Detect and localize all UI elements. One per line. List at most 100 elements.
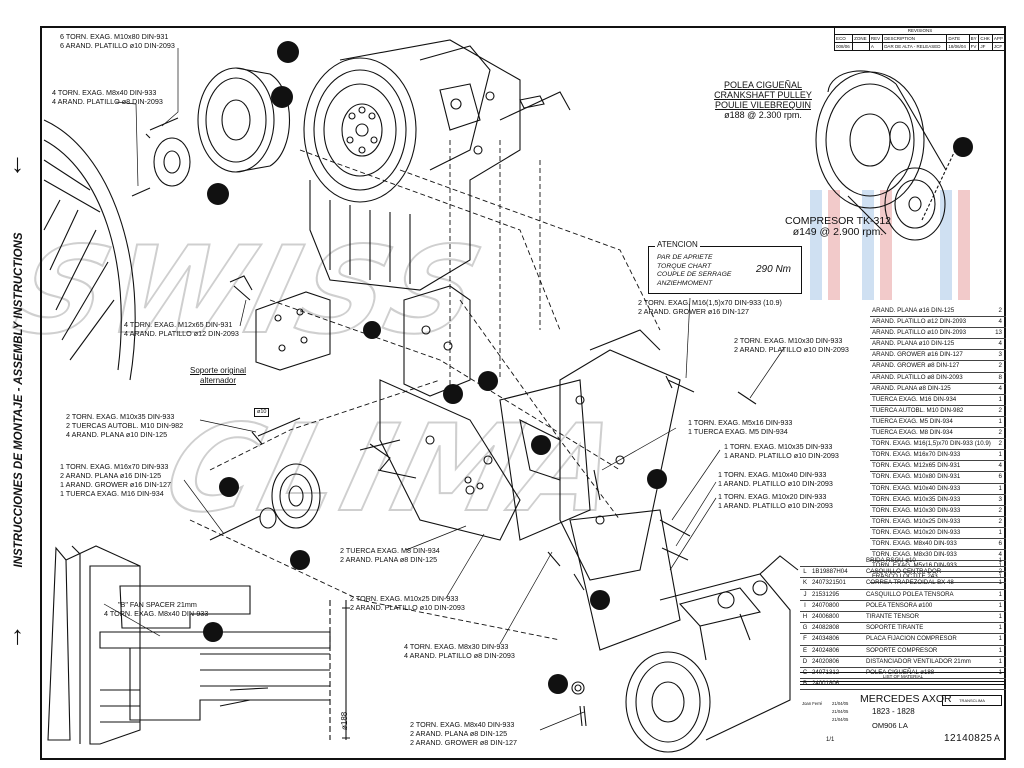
model-range: 1823 - 1828 bbox=[872, 707, 915, 716]
alternator-bracket bbox=[229, 275, 331, 371]
rev-cell: DAR DE ALTA - RELEASED bbox=[882, 42, 948, 51]
bom-desc: TORN. EXAG. M8x30 DIN-933 bbox=[872, 551, 957, 559]
bom-qty: 2 bbox=[998, 517, 1002, 525]
attention-heading: ATENCION bbox=[655, 240, 700, 249]
bom-qty: 1 bbox=[998, 590, 1002, 598]
dimension-label: ø188 bbox=[340, 711, 349, 730]
bom-desc: TORN. EXAG. M5x16 DIN-933 bbox=[872, 562, 957, 570]
title-block: Joan Ferré 21/04/05 21/04/05 21/04/05 ME… bbox=[800, 684, 1006, 761]
bom-qty: 1 bbox=[998, 484, 1002, 492]
engine-code: OM906 LA bbox=[872, 721, 908, 730]
bom-qty: 4 bbox=[998, 551, 1002, 559]
bom-qty: 1 bbox=[998, 528, 1002, 536]
bom-desc: TORN. EXAG. M10x35 DIN-933 bbox=[872, 495, 961, 503]
bom-qty: 1 bbox=[998, 657, 1002, 665]
bom-code: 24001806 bbox=[812, 680, 840, 688]
rev-header: CHK bbox=[978, 34, 993, 43]
sheet-number: 1/1 bbox=[826, 737, 835, 743]
bom-desc: TORN. EXAG. M10x30 DIN-933 bbox=[872, 506, 961, 514]
fan bbox=[43, 119, 136, 381]
bom-qty: 3 bbox=[998, 495, 1002, 503]
fasteners bbox=[251, 375, 757, 727]
rev-cell: 008/06 bbox=[833, 42, 854, 51]
bom-qty: 8 bbox=[998, 373, 1002, 381]
bom-desc: TORN. EXAG. M10x25 DIN-933 bbox=[872, 517, 961, 525]
drawing-number: 12140825 bbox=[944, 733, 993, 744]
bom-desc: TUERCA EXAG. M8 DIN-934 bbox=[872, 429, 953, 437]
bom-desc: TORN. EXAG. M10x80 DIN-931 bbox=[872, 473, 961, 481]
bom-code: 24082808 bbox=[812, 624, 840, 632]
date: 21/04/05 bbox=[832, 709, 849, 714]
bom-desc: FRASCO LOCTITE 243 bbox=[872, 573, 938, 581]
belt-schematic bbox=[815, 70, 961, 241]
bom-qty: 1 bbox=[998, 601, 1002, 609]
bom-qty: 1 bbox=[998, 417, 1002, 425]
bom-desc: ARAND. PLANA ø16 DIN-125 bbox=[872, 307, 955, 314]
bom-row: TORN. EXAG. M16(1,5)x70 DIN-933 (10.9)2 bbox=[870, 439, 1006, 451]
bom-qty: 1 bbox=[998, 635, 1002, 643]
torque-attention-box: ATENCION PAR DE APRIETE TORQUE CHART COU… bbox=[648, 240, 802, 294]
size-tag: ø10 bbox=[254, 408, 270, 417]
bom-desc: TORN. EXAG. M8x40 DIN-933 bbox=[872, 539, 957, 547]
balloon-markers bbox=[203, 41, 973, 694]
rev-header: ECO bbox=[833, 34, 854, 43]
bom-desc: PLACA FIJACION COMPRESOR bbox=[866, 635, 957, 643]
bom-desc: TIRANTE TENSOR bbox=[866, 612, 920, 620]
bom-desc: TORN. EXAG. M12x65 DIN-931 bbox=[872, 462, 961, 470]
bom-row: ARAND. PLATILLO ø12 DIN-2093 4 bbox=[870, 317, 1006, 329]
rev-header: DESCRIPTION bbox=[882, 34, 948, 43]
bom-row: H 24006800 TIRANTE TENSOR 1 bbox=[800, 612, 1006, 624]
bom-desc: ARAND. PLATILLO ø12 DIN-2093 bbox=[872, 318, 967, 326]
bom-desc: SOPORTE TIRANTE bbox=[866, 624, 924, 632]
rev-cell bbox=[852, 42, 870, 51]
bom-desc: ARAND. PLATILLO ø10 DIN-2093 bbox=[872, 329, 967, 337]
bom-item: B bbox=[802, 680, 808, 688]
bom-qty: 1 bbox=[998, 557, 1002, 564]
rev-cell: 18/06/04 bbox=[946, 42, 970, 51]
bom-qty: 1 bbox=[998, 612, 1002, 620]
rev-header: REV bbox=[868, 34, 884, 43]
rev-cell: FV bbox=[968, 42, 980, 51]
bom-desc: ARAND. PLANA ø10 DIN-125 bbox=[872, 340, 955, 348]
bom-code: 24006800 bbox=[812, 612, 840, 620]
bom-row: B 24001806 bbox=[800, 679, 1006, 691]
bom-qty: 4 bbox=[998, 318, 1002, 326]
drawing-frame bbox=[40, 26, 1006, 760]
bom-desc: TORN. EXAG. M16x70 DIN-933 bbox=[872, 451, 961, 459]
bom-item: G bbox=[802, 624, 808, 632]
rev-cell: A bbox=[868, 42, 884, 51]
rev-header: APP bbox=[991, 34, 1007, 43]
bom-item: H bbox=[802, 612, 808, 620]
bom-qty: 1 bbox=[998, 573, 1002, 581]
bom-item: L bbox=[803, 568, 807, 576]
bom-row: TORN. EXAG. M10x35 DIN-933 3 bbox=[870, 495, 1006, 506]
bom-desc: ARAND. PLANA ø8 DIN-125 bbox=[872, 384, 951, 392]
